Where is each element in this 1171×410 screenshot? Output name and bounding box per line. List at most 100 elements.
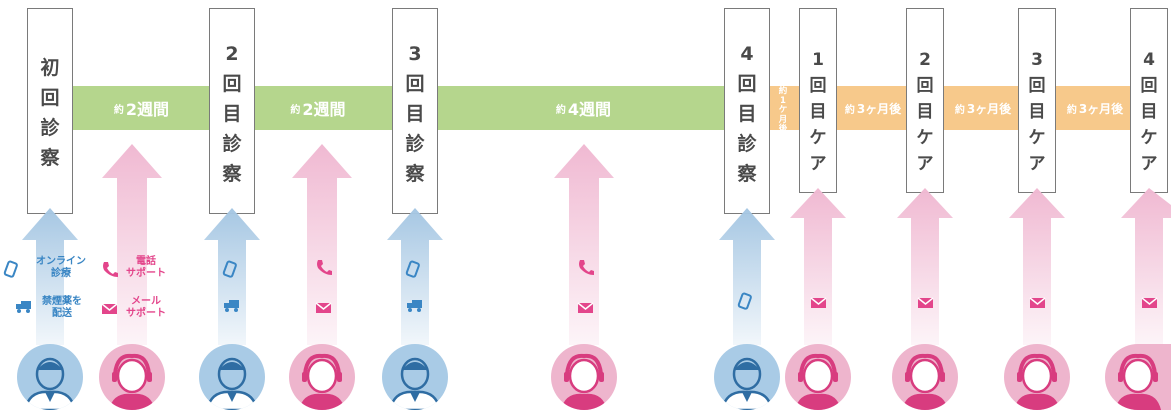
visit-char: 4 — [1143, 50, 1155, 70]
phone-icon — [317, 260, 332, 275]
arrow-up-operator-3 — [554, 144, 614, 345]
vertical-char: 月 — [778, 114, 788, 125]
smartphone-icon — [3, 260, 18, 278]
mail-icon — [810, 297, 827, 308]
visit-char: 診 — [40, 117, 60, 139]
mail-icon — [315, 302, 332, 313]
operator-avatar-icon — [289, 344, 355, 410]
phone-icon — [579, 260, 594, 275]
interval-text: 3ヶ月後 — [966, 101, 1012, 116]
arrow-up-doctor-1 — [22, 208, 78, 345]
interval-prefix: 約 — [113, 104, 124, 116]
operator-avatar-icon — [99, 344, 165, 410]
vertical-char: 約 — [778, 86, 788, 96]
visit-char: 1 — [812, 50, 824, 70]
arrow-up-doctor-4 — [719, 208, 775, 345]
arrow-up-operator-2 — [292, 144, 352, 345]
legend-line: 配送 — [52, 308, 72, 319]
legend-line: サポート — [126, 308, 166, 319]
smartphone-icon — [222, 260, 237, 278]
legend-line: 診療 — [51, 268, 71, 279]
arrow-up-operator-4 — [790, 188, 846, 345]
visit-char: 回 — [737, 73, 757, 95]
visit-char: ケ — [1140, 128, 1158, 148]
legend-mail-support: メール サポート — [120, 296, 172, 320]
visit-char: 回 — [916, 76, 934, 96]
interval-text: 2週間 — [302, 100, 346, 119]
interval-prefix: 約 — [290, 104, 301, 116]
care-box-2: 2 回 目 ケ ア — [906, 8, 944, 193]
visit-char: 目 — [737, 103, 757, 125]
mail-icon — [1029, 297, 1046, 308]
delivery-truck-icon — [16, 301, 31, 313]
visit-char: 察 — [222, 163, 242, 185]
vertical-char: ケ — [778, 105, 788, 115]
visit-char: 目 — [222, 103, 242, 125]
smartphone-icon — [405, 260, 420, 278]
visit-char: 目 — [916, 102, 934, 122]
visit-box-3: 3 回 目 診 察 — [392, 8, 438, 214]
interval-text: 3ヶ月後 — [1078, 101, 1124, 116]
visit-char: ア — [809, 154, 827, 174]
doctor-avatar-icon — [382, 344, 448, 410]
operator-avatar-icon — [1105, 344, 1171, 410]
visit-char: ケ — [916, 128, 934, 148]
visit-char: ア — [916, 154, 934, 174]
visit-char: 察 — [40, 147, 60, 169]
visit-char: 察 — [405, 163, 425, 185]
visit-char: 回 — [809, 76, 827, 96]
arrow-up-operator-5 — [897, 188, 953, 345]
visit-char: ケ — [1028, 128, 1046, 148]
legend-line: メール — [131, 296, 161, 307]
visit-char: 回 — [222, 73, 242, 95]
visit-char: 診 — [405, 133, 425, 155]
operator-avatar-icon — [892, 344, 958, 410]
legend-medicine-delivery: 禁煙薬を 配送 — [36, 296, 88, 320]
arrow-up-operator-6 — [1009, 188, 1065, 345]
mail-icon — [917, 297, 934, 308]
visit-char: 3 — [1031, 50, 1043, 70]
interval-text: 3ヶ月後 — [856, 101, 902, 116]
smartphone-icon — [737, 292, 752, 310]
mail-icon — [577, 302, 594, 313]
visit-char: 診 — [222, 133, 242, 155]
visit-char: 初 — [40, 57, 60, 79]
visit-char: 回 — [40, 87, 60, 109]
visit-char: 目 — [1028, 102, 1046, 122]
visit-char: ア — [1140, 154, 1158, 174]
delivery-truck-icon — [407, 300, 422, 312]
visit-box-2: 2 回 目 診 察 — [209, 8, 255, 214]
arrow-up-operator-7 — [1121, 188, 1171, 345]
operator-avatar-icon — [785, 344, 851, 410]
care-box-4: 4 回 目 ケ ア — [1130, 8, 1168, 193]
visit-char: 目 — [405, 103, 425, 125]
visit-char: 2 — [225, 43, 239, 65]
operator-avatar-icon — [551, 344, 617, 410]
interval-prefix: 約 — [954, 104, 965, 116]
legend-phone-support: 電話 サポート — [120, 256, 172, 280]
mail-icon — [101, 303, 118, 314]
arrow-up-operator-1 — [102, 144, 162, 345]
legend-line: サポート — [126, 268, 166, 279]
visit-char: 目 — [1140, 102, 1158, 122]
legend-online-consultation: オンライン 診療 — [30, 256, 92, 280]
interval-text: 2週間 — [125, 100, 170, 119]
visit-char: 3 — [408, 43, 422, 65]
interval-text: 4週間 — [567, 100, 612, 119]
doctor-avatar-icon — [714, 344, 780, 410]
care-box-1: 1 回 目 ケ ア — [799, 8, 837, 193]
delivery-truck-icon — [224, 300, 239, 312]
legend-line: オンライン — [36, 256, 86, 267]
visit-char: 4 — [740, 43, 754, 65]
visit-char: 回 — [405, 73, 425, 95]
visit-char: 診 — [737, 133, 757, 155]
phone-icon — [103, 262, 118, 277]
interval-prefix: 約 — [1066, 104, 1077, 116]
